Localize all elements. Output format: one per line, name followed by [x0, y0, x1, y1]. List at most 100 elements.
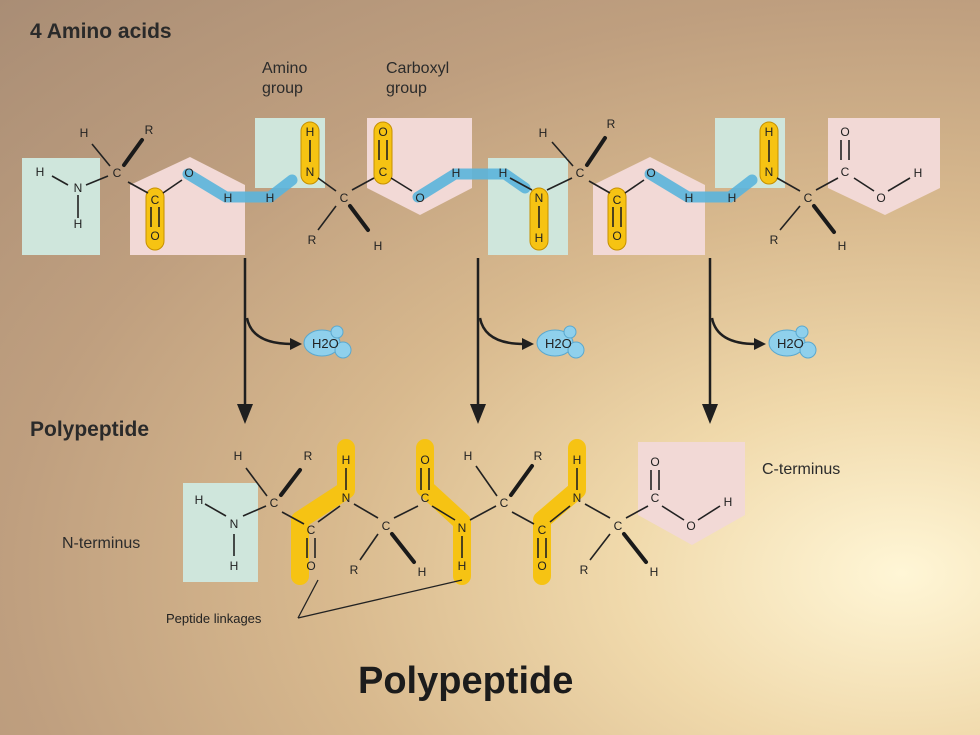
- n-terminus-panel: [183, 483, 258, 582]
- svg-text:N: N: [535, 191, 544, 205]
- svg-text:C: C: [340, 191, 349, 205]
- svg-text:O: O: [150, 229, 159, 243]
- peptide-linkage-highlight: [416, 439, 471, 585]
- svg-text:O: O: [415, 191, 424, 205]
- svg-text:C: C: [379, 165, 388, 179]
- peptide-linkages-label: Peptide linkages: [166, 611, 262, 626]
- svg-text:H: H: [266, 191, 275, 205]
- svg-text:H: H: [374, 239, 383, 253]
- svg-text:N: N: [765, 165, 774, 179]
- svg-text:C: C: [421, 491, 430, 505]
- svg-text:H2O: H2O: [777, 336, 804, 351]
- svg-text:R: R: [580, 563, 589, 577]
- svg-text:C: C: [613, 193, 622, 207]
- amino-group-label-2: group: [262, 80, 303, 97]
- svg-text:O: O: [184, 166, 193, 180]
- svg-text:R: R: [534, 449, 543, 463]
- svg-text:R: R: [304, 449, 313, 463]
- svg-text:N: N: [74, 181, 83, 195]
- svg-text:O: O: [306, 559, 315, 573]
- svg-text:C: C: [500, 496, 509, 510]
- svg-text:H: H: [535, 231, 544, 245]
- svg-text:H: H: [80, 126, 89, 140]
- water-forming-link: [644, 168, 758, 203]
- carboxyl-group-label-1: Carboxyl: [386, 60, 449, 77]
- svg-text:C: C: [841, 165, 850, 179]
- carboxyl-group-label-2: group: [386, 80, 427, 97]
- svg-text:H: H: [464, 449, 473, 463]
- svg-text:O: O: [378, 125, 387, 139]
- svg-text:C: C: [614, 519, 623, 533]
- c-terminus-label: C-terminus: [762, 461, 840, 478]
- amino-group-label-1: Amino: [262, 60, 307, 77]
- svg-text:H: H: [452, 166, 461, 180]
- peptide-atom-highlight: [145, 187, 165, 251]
- svg-text:O: O: [537, 559, 546, 573]
- water-molecule-2: H2O: [536, 325, 585, 359]
- polypeptide-section-title: Polypeptide: [30, 418, 149, 441]
- polypeptide-main-title: Polypeptide: [358, 660, 573, 702]
- svg-text:O: O: [876, 191, 885, 205]
- svg-text:H: H: [728, 191, 737, 205]
- svg-text:H: H: [195, 493, 204, 507]
- svg-text:H2O: H2O: [312, 336, 339, 351]
- svg-text:H: H: [74, 217, 83, 231]
- svg-text:H: H: [458, 559, 467, 573]
- svg-text:H: H: [342, 453, 351, 467]
- svg-text:R: R: [607, 117, 616, 131]
- water-molecule-3: H2O: [768, 325, 817, 359]
- svg-text:H: H: [230, 559, 239, 573]
- svg-text:H: H: [838, 239, 847, 253]
- svg-text:C: C: [576, 166, 585, 180]
- svg-text:H: H: [234, 449, 243, 463]
- svg-text:R: R: [145, 123, 154, 137]
- condensation-arrows: [237, 258, 766, 424]
- peptide-linkages-pointer: Peptide linkages: [166, 579, 463, 626]
- polypeptide-chain: H N H H R C C O H N C R H C O N H H R C …: [195, 449, 733, 579]
- svg-text:H: H: [539, 126, 548, 140]
- amino-acid-3: H N H H R C C O O H: [499, 117, 694, 245]
- svg-text:N: N: [458, 521, 467, 535]
- amino-group-panel: [22, 158, 100, 255]
- svg-text:H: H: [650, 565, 659, 579]
- svg-text:C: C: [151, 193, 160, 207]
- svg-text:H: H: [418, 565, 427, 579]
- svg-text:R: R: [350, 563, 359, 577]
- svg-text:C: C: [270, 496, 279, 510]
- peptide-atom-highlight: [373, 121, 393, 185]
- svg-text:N: N: [306, 165, 315, 179]
- svg-text:H: H: [685, 191, 694, 205]
- svg-text:H: H: [914, 166, 923, 180]
- svg-text:H2O: H2O: [545, 336, 572, 351]
- peptide-linkage-highlight: [533, 439, 586, 585]
- svg-text:H: H: [36, 165, 45, 179]
- svg-text:C: C: [307, 523, 316, 537]
- svg-text:R: R: [308, 233, 317, 247]
- svg-text:O: O: [420, 453, 429, 467]
- svg-text:H: H: [573, 453, 582, 467]
- svg-text:N: N: [230, 517, 239, 531]
- c-terminus-panel: [638, 442, 745, 545]
- amino-acids-title: 4 Amino acids: [30, 20, 172, 43]
- amino-acid-4: H H N C R H C O O H: [728, 125, 923, 253]
- svg-text:O: O: [646, 166, 655, 180]
- svg-text:C: C: [804, 191, 813, 205]
- water-molecule-1: H2O: [303, 325, 352, 359]
- svg-text:C: C: [113, 166, 122, 180]
- svg-text:H: H: [724, 495, 733, 509]
- svg-text:H: H: [765, 125, 774, 139]
- n-terminus-label: N-terminus: [62, 535, 140, 552]
- svg-text:N: N: [342, 491, 351, 505]
- svg-text:O: O: [840, 125, 849, 139]
- svg-text:H: H: [306, 125, 315, 139]
- peptide-atom-highlight: [607, 187, 627, 251]
- svg-text:H: H: [224, 191, 233, 205]
- svg-text:O: O: [650, 455, 659, 469]
- carboxyl-group-panel: [828, 118, 940, 215]
- water-forming-link: [182, 168, 298, 203]
- svg-text:H: H: [499, 166, 508, 180]
- carboxyl-group-panel: [367, 118, 472, 215]
- amino-acid-2: H H N C R H C O O H: [266, 125, 461, 253]
- amino-acid-1: H N H H R C C O O H: [36, 123, 233, 243]
